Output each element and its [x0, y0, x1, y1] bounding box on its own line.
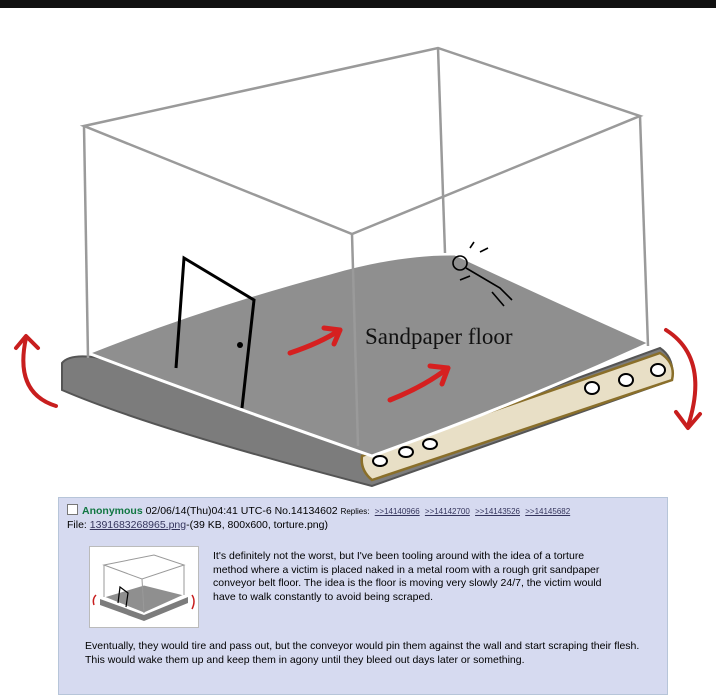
post-datetime: 02/06/14(Thu)04:41 UTC-6 [145, 505, 272, 517]
post-message-paragraph-1: It's definitely not the worst, but I've … [213, 550, 602, 603]
file-label: File: [67, 519, 87, 531]
rotation-arrows [14, 328, 702, 430]
conveyor-room-drawing: Sandpaper floor [14, 46, 702, 488]
stick-figure [452, 241, 513, 307]
glass-box [79, 46, 650, 447]
replies-label: Replies: [340, 507, 370, 516]
post-header: Anonymous 02/06/14(Thu)04:41 UTC-6 No.14… [67, 504, 570, 517]
post-message-paragraph-2: Eventually, they would tire and pass out… [85, 640, 640, 666]
door-knob [237, 342, 243, 348]
post-container: Anonymous 02/06/14(Thu)04:41 UTC-6 No.14… [58, 497, 668, 695]
door-outline [174, 255, 256, 409]
post-number[interactable]: No.14134602 [274, 505, 338, 517]
reply-link[interactable]: >>14145682 [525, 507, 571, 516]
reply-link[interactable]: >>14142700 [424, 507, 470, 516]
floor-arrows [287, 325, 451, 403]
post-thumbnail[interactable] [89, 546, 199, 628]
file-link[interactable]: 1391683268965.png [89, 519, 187, 531]
replies-section: Replies: >>14140966 >>14142700 >>1414352… [341, 507, 571, 516]
reply-link[interactable]: >>14140966 [374, 507, 420, 516]
file-meta: -(39 KB, 800x600, torture.png) [186, 519, 328, 531]
file-info: File: 1391683268965.png-(39 KB, 800x600,… [67, 519, 328, 531]
reply-link[interactable]: >>14143526 [475, 507, 520, 516]
sandpaper-floor [83, 252, 654, 458]
floor-caption: Sandpaper floor [365, 324, 513, 349]
rollers [372, 363, 666, 467]
poster-name: Anonymous [82, 505, 143, 517]
top-black-bar [0, 0, 716, 8]
post-checkbox[interactable] [67, 504, 78, 515]
